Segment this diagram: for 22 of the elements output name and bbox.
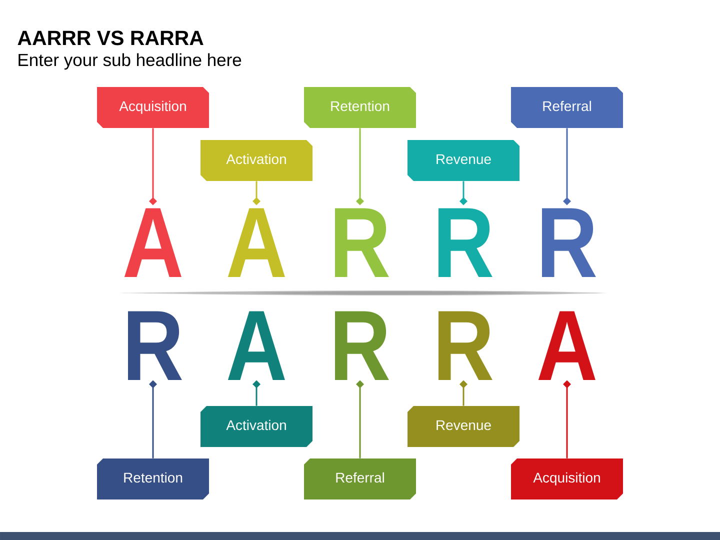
label-tag: Acquisition (97, 87, 209, 128)
label-tag: Activation (200, 406, 312, 447)
big-letter: A (228, 208, 285, 277)
title: AARRR VS RARRA (18, 30, 204, 46)
label-tag: Retention (304, 87, 416, 128)
label-tag: Referral (304, 458, 416, 500)
label-tag: Activation (200, 140, 312, 181)
big-letter: R (128, 311, 182, 380)
big-letter: A (124, 208, 182, 277)
label-tag: Referral (511, 87, 623, 128)
label-tag: Acquisition (511, 458, 623, 500)
big-letter: R (542, 208, 596, 277)
big-letter: A (228, 311, 285, 380)
big-letter: R (438, 208, 492, 277)
subtitle: Enter your sub headline here (18, 53, 242, 70)
label-tag: Revenue (408, 140, 520, 181)
label-tag: Retention (97, 458, 209, 500)
big-letter: R (335, 208, 389, 277)
label-tag: Revenue (408, 406, 520, 447)
big-letter: A (538, 311, 596, 380)
big-letter: R (438, 311, 492, 380)
big-letter: R (335, 311, 389, 380)
